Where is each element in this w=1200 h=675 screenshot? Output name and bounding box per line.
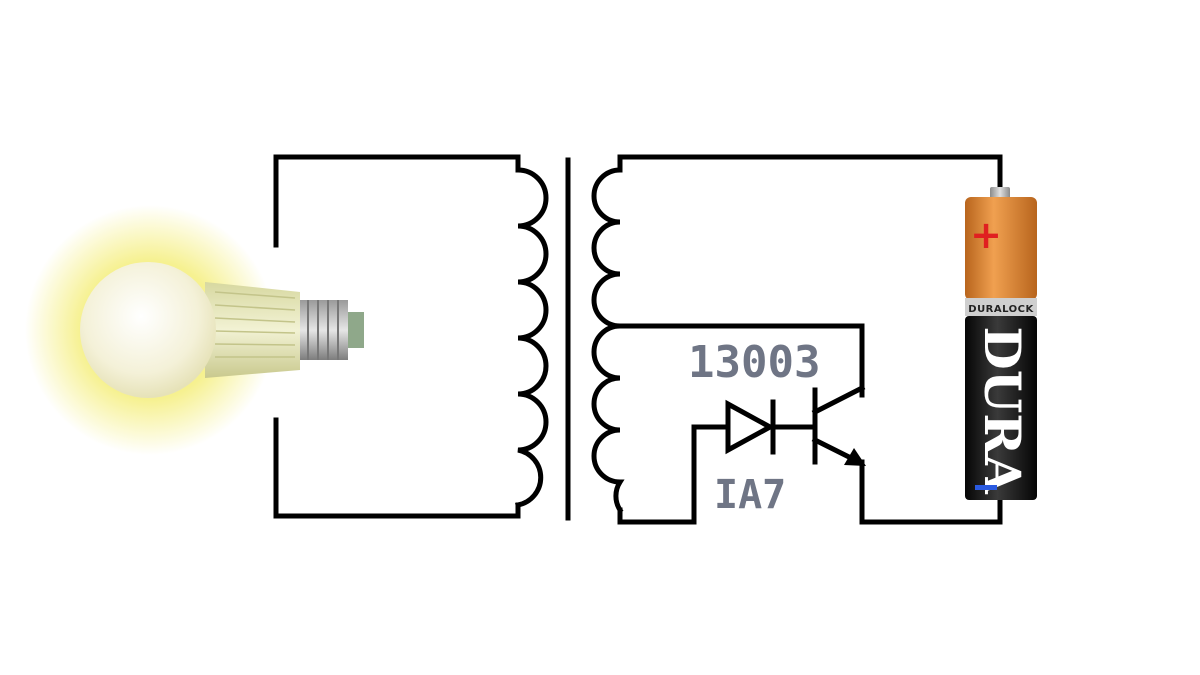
primary-coils xyxy=(591,167,625,514)
battery-terminal-cap xyxy=(990,187,1010,199)
transistor-collector-lead xyxy=(811,384,866,416)
bulb-ribs xyxy=(214,291,296,358)
battery-brand-text: DURA xyxy=(973,326,1032,495)
battery-band-text: DURALOCK xyxy=(968,304,1034,315)
wire-battery-positive xyxy=(617,154,1003,193)
secondary-coil xyxy=(515,167,549,508)
battery-plus-sign: + xyxy=(970,213,1002,257)
transistor-label: 13003 xyxy=(688,337,820,388)
battery-body xyxy=(965,316,1037,500)
battery-minus-sign xyxy=(975,485,997,490)
transistor-emitter-lead xyxy=(811,436,859,464)
drive-circuit xyxy=(617,154,1003,525)
light-bulb xyxy=(25,205,364,455)
battery-copper-top xyxy=(965,197,1037,300)
bulb-contact xyxy=(348,312,364,348)
diode-triangle xyxy=(725,399,776,455)
battery-band xyxy=(965,298,1037,316)
bulb-glass xyxy=(80,262,216,398)
wire-emitter xyxy=(859,459,1003,525)
wire-collector xyxy=(617,323,865,398)
output-circuit xyxy=(273,154,549,519)
transistor xyxy=(811,384,866,466)
wire-output-bottom xyxy=(273,417,521,519)
feedback-coil-lower xyxy=(591,323,625,514)
battery: DURALOCK DURA + xyxy=(965,187,1037,500)
primary-coil-upper xyxy=(591,167,623,329)
wire-diode-input xyxy=(617,424,731,525)
diode-label: IA7 xyxy=(714,472,786,518)
transistor-emitter-arrow xyxy=(844,448,866,466)
bulb-threads xyxy=(307,300,339,360)
wire-output-top xyxy=(273,154,521,248)
bulb-neck xyxy=(205,282,300,378)
diode xyxy=(725,399,815,455)
